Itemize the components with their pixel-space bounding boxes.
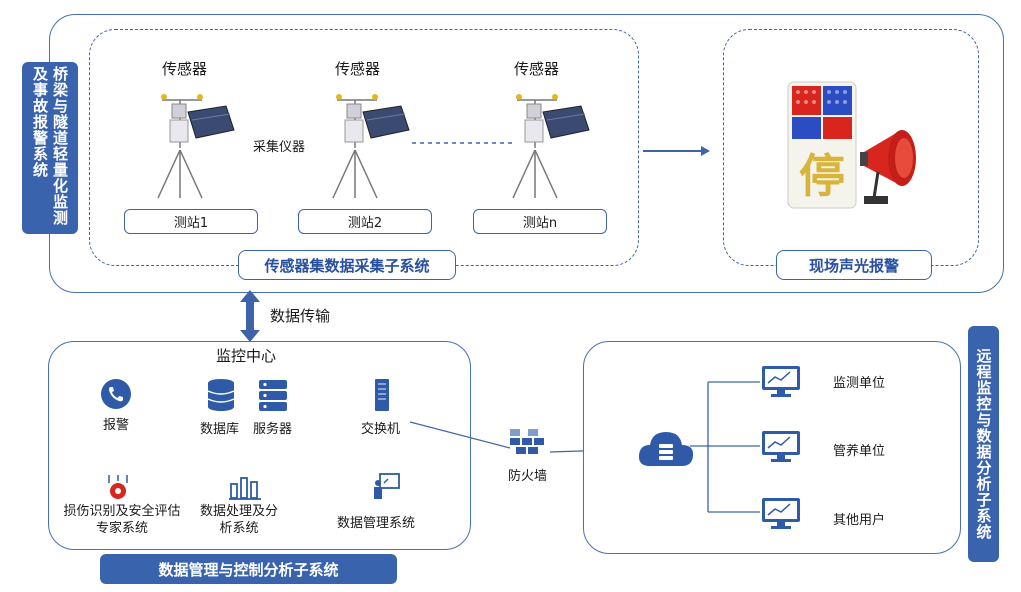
monitor-icon-2: [762, 431, 800, 462]
data-management-label: 数据管理系统: [337, 516, 416, 531]
station-box-2: 测站2: [298, 209, 432, 234]
sensor-label-1: 传感器: [162, 60, 208, 78]
collector-label: 采集仪器: [253, 140, 306, 155]
monitor-center-title: 监控中心: [216, 347, 277, 365]
expert-system-icon: [108, 475, 128, 499]
remote-user-1: 监测单位: [833, 376, 886, 391]
monitor-subsystem-title: 数据管理与控制分析子系统: [100, 554, 397, 584]
data-management-icon: [374, 473, 400, 499]
data-processing-icon: [229, 477, 261, 500]
sensor-station-icon-1: [157, 94, 235, 199]
database-icon: [207, 379, 235, 411]
server-icon: [259, 380, 287, 411]
station-box-1: 测站1: [124, 209, 258, 234]
firewall-label: 防火墙: [508, 469, 548, 484]
alarm-sign-char: 停: [799, 149, 845, 203]
monitor-icon-3: [762, 498, 800, 529]
station-dashed-connector: [412, 142, 512, 144]
cloud-server-icon: [638, 432, 694, 466]
sensor-station-icon-3: [512, 94, 590, 199]
monitor-icon-1: [762, 366, 800, 397]
alarm-sign-icon: 停: [787, 81, 857, 209]
station-box-3: 测站n: [473, 209, 607, 234]
database-label: 数据库: [200, 422, 240, 437]
sensor-label-2: 传感器: [335, 60, 381, 78]
alarm-phone-icon: [101, 379, 131, 409]
server-label: 服务器: [253, 422, 293, 437]
sensor-subsystem-title: 传感器集数据采集子系统: [238, 250, 456, 280]
expert-system-label: 损伤识别及安全评估专家系统: [63, 504, 181, 536]
alarm-label: 报警: [103, 418, 130, 433]
arrow-to-alarm: [643, 146, 710, 156]
switch-icon: [375, 379, 389, 411]
data-transfer-label: 数据传输: [270, 307, 331, 325]
alarm-subsystem-title: 现场声光报警: [776, 250, 932, 280]
top-system-side-label: 桥梁与隧道轻量化监测及事故报警系统: [22, 62, 78, 234]
remote-network-lines: [690, 381, 760, 513]
data-processing-label: 数据处理及分析系统: [200, 504, 279, 536]
sensor-station-icon-2: [332, 94, 410, 199]
data-transfer-arrow: [240, 290, 260, 342]
remote-side-label: 远程监控与数据分析子系统: [968, 326, 999, 562]
monitor-center-panel: [48, 341, 471, 550]
switch-label: 交换机: [361, 422, 401, 437]
remote-user-3: 其他用户: [833, 513, 886, 528]
sensor-label-3: 传感器: [514, 60, 560, 78]
firewall-icon: [510, 429, 544, 454]
siren-horn-icon: [860, 130, 916, 204]
remote-user-2: 管养单位: [833, 444, 886, 459]
